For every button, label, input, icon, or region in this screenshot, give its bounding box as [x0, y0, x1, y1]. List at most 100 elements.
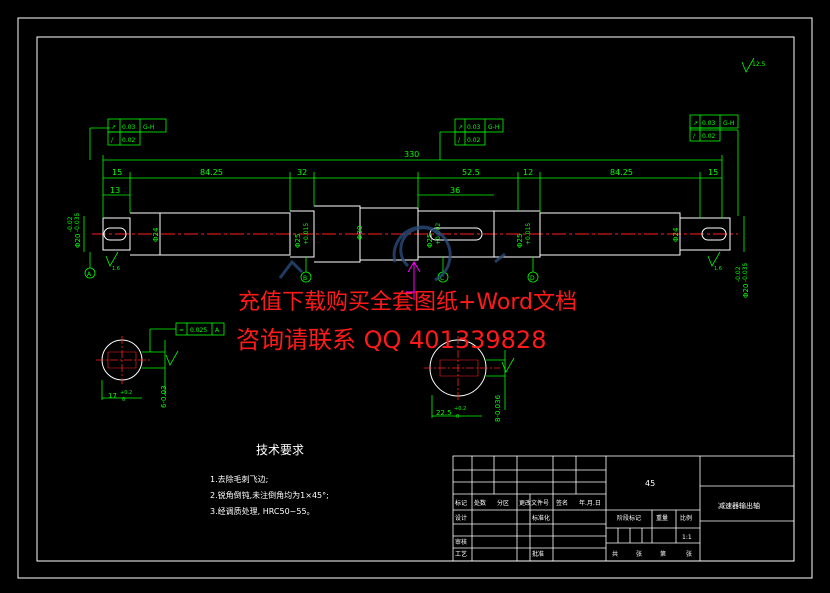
svg-text:84.25: 84.25 [200, 168, 223, 177]
tolerance-frame-left [107, 118, 167, 146]
svg-text:签名: 签名 [556, 499, 568, 507]
svg-text:D: D [530, 275, 535, 282]
svg-text:0.03: 0.03 [467, 124, 481, 131]
svg-text:-0.02: -0.02 [735, 266, 742, 282]
svg-text:0.02: 0.02 [467, 137, 481, 144]
inner-frame [36, 36, 795, 562]
datum-markers [84, 267, 539, 283]
svg-text:审核: 审核 [455, 538, 467, 546]
logo-watermark [278, 225, 506, 282]
svg-text:12.5: 12.5 [752, 61, 766, 68]
tolerance-frame-right [689, 114, 739, 142]
svg-text:Φ25: Φ25 [294, 234, 302, 248]
svg-text:Φ24: Φ24 [152, 227, 160, 242]
svg-text:Φ20: Φ20 [74, 234, 82, 248]
diameter-labels: Φ24 Φ25 +0.015 Φ30 Φ25 +0.002 Φ25 +0.015… [67, 212, 750, 298]
svg-text:1.6: 1.6 [112, 266, 120, 272]
svg-text:+0.015: +0.015 [303, 223, 310, 245]
svg-text:0.025: 0.025 [190, 327, 207, 334]
svg-text:张: 张 [686, 550, 692, 558]
svg-text:Φ25: Φ25 [516, 234, 524, 248]
svg-text:-0.035: -0.035 [742, 262, 749, 282]
svg-text:处数: 处数 [474, 499, 486, 507]
svg-text:+0.015: +0.015 [525, 223, 532, 245]
svg-text:36: 36 [450, 186, 460, 195]
svg-text:G-H: G-H [143, 124, 154, 131]
svg-text:标准化: 标准化 [532, 514, 550, 522]
roughness-text: 1.6 1.6 [112, 266, 722, 272]
svg-text:6-0.03: 6-0.03 [160, 385, 168, 408]
svg-text:0.03: 0.03 [122, 124, 136, 131]
svg-text:Φ24: Φ24 [672, 227, 680, 242]
svg-text:22.5: 22.5 [436, 409, 452, 417]
svg-text:共: 共 [612, 550, 618, 558]
svg-text:A: A [215, 327, 220, 334]
svg-text:0.03: 0.03 [702, 120, 716, 127]
watermark-line-2: 咨询请联系 QQ 401339828 [236, 326, 547, 354]
svg-text:45: 45 [645, 479, 655, 488]
dimension-texts: 330 15 13 84.25 32 52.5 36 12 84.25 15 1… [110, 61, 766, 195]
svg-text:+0.2: +0.2 [120, 390, 132, 396]
svg-text:C: C [440, 275, 444, 282]
svg-text:/: / [693, 133, 696, 140]
svg-text:0.02: 0.02 [122, 137, 136, 144]
svg-text:1:1: 1:1 [682, 534, 692, 541]
svg-text:/: / [111, 137, 114, 144]
svg-text:32: 32 [297, 168, 307, 177]
svg-text:标记: 标记 [455, 499, 467, 507]
svg-text:15: 15 [708, 168, 718, 177]
tech-requirement-3: 3.经调质处理, HRC50~55。 [210, 506, 315, 516]
svg-text:0.02: 0.02 [702, 133, 716, 140]
svg-text:↗: ↗ [693, 120, 698, 127]
svg-text:Φ30: Φ30 [356, 226, 364, 240]
svg-text:年.月.日: 年.月.日 [579, 499, 601, 507]
svg-text:8-0.036: 8-0.036 [494, 394, 502, 422]
svg-text:17: 17 [108, 392, 117, 400]
svg-text:52.5: 52.5 [462, 168, 480, 177]
title-block [452, 455, 795, 562]
roughness-marks [105, 57, 755, 373]
svg-text:Φ25: Φ25 [426, 234, 434, 248]
svg-text:张: 张 [636, 550, 642, 558]
tolerance-frame-mid [454, 118, 504, 146]
tech-requirement-1: 1.去除毛刺飞边; [210, 474, 268, 484]
shaft-outline [102, 205, 731, 263]
svg-text:G-H: G-H [488, 124, 499, 131]
svg-text:↗: ↗ [458, 124, 463, 131]
title-block-text: 标记 处数 分区 更改文件号 签名 年.月.日 设计 标准化 审核 工艺 批准 … [455, 479, 760, 558]
datum-letters: A B C D [87, 271, 535, 282]
svg-text:1.6: 1.6 [714, 266, 722, 272]
svg-text:阶段标记: 阶段标记 [617, 514, 641, 522]
svg-text:↗: ↗ [111, 124, 116, 131]
svg-text:设计: 设计 [455, 514, 467, 522]
svg-text:重量: 重量 [656, 514, 668, 522]
section-view-1-text: 17 +0.2 0 6-0.03 = 0.025 A [108, 327, 220, 408]
magenta-marker [406, 261, 428, 300]
outer-frame [17, 17, 813, 579]
svg-text:15: 15 [112, 168, 122, 177]
svg-text:B: B [303, 275, 307, 282]
svg-text:0: 0 [122, 397, 125, 403]
svg-text:A: A [87, 271, 92, 278]
svg-text:-0.035: -0.035 [74, 212, 81, 232]
svg-text:分区: 分区 [497, 499, 509, 507]
svg-text:0: 0 [456, 414, 459, 420]
svg-text:84.25: 84.25 [610, 168, 633, 177]
svg-text:=: = [179, 327, 184, 334]
svg-text:减速器输出轴: 减速器输出轴 [718, 501, 760, 510]
watermark-line-1: 充值下载购买全套图纸+Word文档 [238, 290, 577, 315]
svg-text:13: 13 [110, 186, 120, 195]
svg-text:330: 330 [404, 150, 419, 159]
svg-text:+0.2: +0.2 [454, 406, 466, 412]
svg-text:批准: 批准 [532, 550, 544, 558]
svg-text:G-H: G-H [723, 120, 734, 127]
svg-text:工艺: 工艺 [455, 550, 467, 558]
section-view-2-text: 22.5 +0.2 0 8-0.036 [436, 394, 502, 422]
tech-requirement-2: 2.锐角倒钝,未注倒角均为1×45°; [210, 490, 329, 500]
tech-requirements-heading: 技术要求 [256, 443, 304, 457]
svg-text:-0.02: -0.02 [67, 216, 74, 232]
svg-text:更改文件号: 更改文件号 [519, 499, 549, 507]
svg-text:比例: 比例 [680, 514, 692, 522]
svg-text:Φ20: Φ20 [742, 284, 750, 298]
